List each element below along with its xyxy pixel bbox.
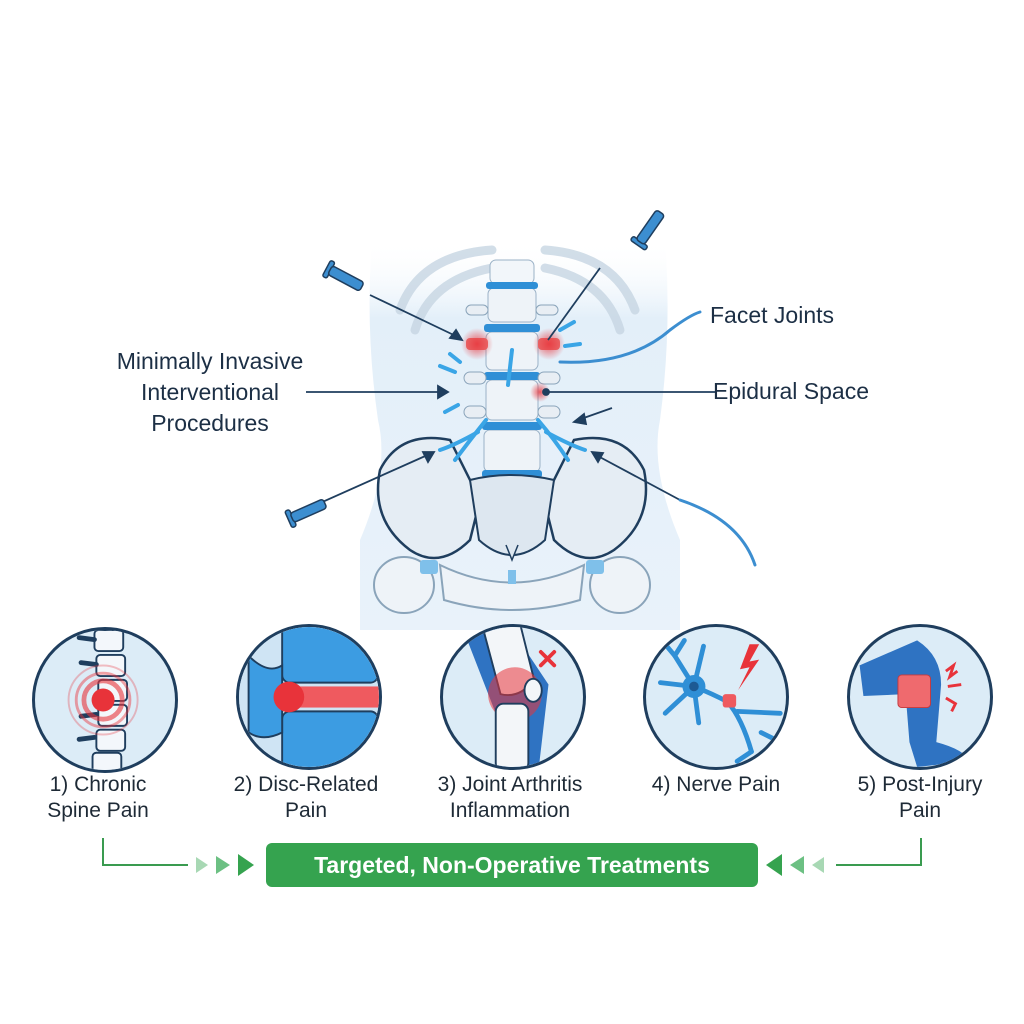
caption-line-2: Pain [284,799,328,822]
callout-line-3: Procedures [151,410,269,436]
left-connector-vertical [102,838,104,865]
caption-line-1: 3) Joint Arthritis [437,773,583,796]
spine-pain-icon [32,627,178,773]
left-connector-horizontal [102,864,188,866]
right-connector-vertical [920,838,922,866]
herniated-disc-icon [236,624,382,770]
caption-line-1: 4) Nerve Pain [651,773,781,796]
callout-facet-joints: Facet Joints [710,302,834,328]
non-operative-treatments-banner: Targeted, Non-Operative Treatments [266,843,758,887]
condition-post-injury-pain: 5) Post-Injury Pain [830,772,1010,824]
condition-nerve-pain: 4) Nerve Pain [626,772,806,798]
right-connector-horizontal [836,864,922,866]
caption-line-1: 5) Post-Injury [857,773,983,796]
condition-joint-arthritis: 3) Joint Arthritis Inflammation [420,772,600,824]
bandaged-leg-icon [847,624,993,770]
callout-interventional-procedures: Minimally Invasive Interventional Proced… [80,346,340,439]
neuron-lightning-icon [643,624,789,770]
condition-chronic-spine-pain: 1) Chronic Spine Pain [8,772,188,824]
inflamed-knee-icon [440,624,586,770]
caption-line-2: Inflammation [449,799,571,822]
left-chevrons-icon [196,854,254,876]
caption-line-1: 1) Chronic [49,773,147,796]
callout-epidural-space: Epidural Space [713,378,869,404]
spine-pelvis-illustration [284,210,757,630]
callout-line-2: Interventional [140,379,280,405]
condition-disc-related-pain: 2) Disc-Related Pain [216,772,396,824]
right-chevrons-icon [766,854,824,876]
caption-line-2: Spine Pain [47,799,149,822]
callout-line-1: Minimally Invasive [116,348,304,374]
caption-line-1: 2) Disc-Related [233,773,379,796]
caption-line-2: Pain [898,799,942,822]
